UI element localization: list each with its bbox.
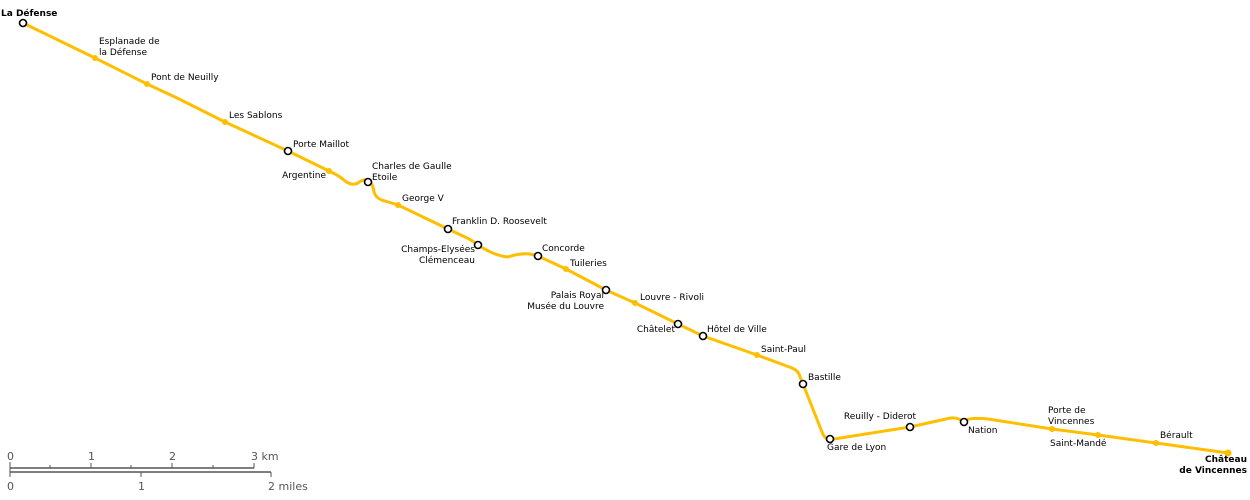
station-label[interactable]: Concorde: [542, 244, 585, 254]
station-marker[interactable]: [1049, 426, 1055, 432]
station-marker[interactable]: [1224, 449, 1232, 457]
scale-km-label: 3 km: [251, 450, 279, 463]
label-line: Porte de: [1048, 406, 1086, 416]
station-markers: [18, 18, 1232, 457]
station-label[interactable]: Les Sablons: [229, 111, 283, 121]
interchange-station-marker[interactable]: [363, 177, 373, 187]
station-label[interactable]: Franklin D. Roosevelt: [452, 217, 547, 227]
station-marker[interactable]: [326, 168, 332, 174]
label-line: Palais Royal: [550, 291, 604, 301]
metro-line-route: [22, 21, 1229, 455]
label-line: Château: [1205, 455, 1247, 465]
label-line: Musée du Louvre: [527, 302, 604, 312]
label-line: Champs-Elysées: [401, 245, 475, 255]
scale-mile-label: 2 miles: [268, 480, 308, 493]
station-label[interactable]: Reuilly - Diderot: [843, 412, 916, 422]
station-label[interactable]: Louvre - Rivoli: [640, 293, 704, 303]
station-label[interactable]: Bastille: [808, 373, 841, 383]
station-label[interactable]: Tuileries: [570, 259, 607, 269]
label-line: Esplanade de: [99, 37, 160, 47]
interchange-station-marker[interactable]: [601, 285, 611, 295]
interchange-station-marker[interactable]: [698, 331, 708, 341]
station-marker[interactable]: [754, 352, 760, 358]
label-line: Etoile: [372, 173, 398, 183]
station-marker[interactable]: [395, 202, 401, 208]
scale-mile-label: 1: [138, 480, 145, 493]
station-label[interactable]: Saint-Mandé: [1050, 439, 1107, 449]
interchange-station-marker[interactable]: [533, 251, 543, 261]
station-marker[interactable]: [563, 266, 569, 272]
station-label[interactable]: Saint-Paul: [761, 345, 806, 355]
station-marker[interactable]: [1095, 432, 1101, 438]
interchange-station-marker[interactable]: [18, 18, 28, 28]
station-marker[interactable]: [1153, 440, 1159, 446]
station-label[interactable]: Nation: [968, 426, 998, 436]
scale-km-label: 0: [7, 450, 14, 463]
station-label[interactable]: La Défense: [1, 9, 58, 19]
interchange-station-marker[interactable]: [443, 224, 453, 234]
interchange-station-marker[interactable]: [905, 422, 915, 432]
interchange-station-marker[interactable]: [825, 434, 835, 444]
label-line: Clémenceau: [418, 256, 475, 266]
scale-bar: [9, 462, 272, 477]
label-line: de Vincennes: [1179, 466, 1247, 476]
station-marker[interactable]: [222, 119, 228, 125]
station-marker[interactable]: [92, 55, 98, 61]
interchange-station-marker[interactable]: [283, 146, 293, 156]
station-label[interactable]: Gare de Lyon: [827, 443, 887, 453]
scale-mile-label: 0: [7, 480, 14, 493]
interchange-station-marker[interactable]: [473, 240, 483, 250]
station-label[interactable]: Bérault: [1160, 431, 1193, 441]
scale-km-label: 1: [88, 450, 95, 463]
station-label[interactable]: Pont de Neuilly: [151, 73, 219, 83]
interchange-station-marker[interactable]: [798, 379, 808, 389]
interchange-station-marker[interactable]: [959, 417, 969, 427]
station-marker[interactable]: [144, 81, 150, 87]
label-line: la Défense: [99, 48, 147, 58]
station-label[interactable]: Porte Maillot: [293, 140, 350, 150]
station-label[interactable]: Châtelet: [636, 325, 675, 335]
station-label[interactable]: Argentine: [282, 171, 326, 181]
scale-km-label: 2: [169, 450, 176, 463]
station-label[interactable]: George V: [402, 194, 444, 204]
station-label[interactable]: Hôtel de Ville: [707, 325, 767, 335]
label-line: Charles de Gaulle: [372, 162, 452, 172]
station-marker[interactable]: [632, 300, 638, 306]
label-line: Vincennes: [1048, 417, 1095, 427]
interchange-station-marker[interactable]: [673, 319, 683, 329]
